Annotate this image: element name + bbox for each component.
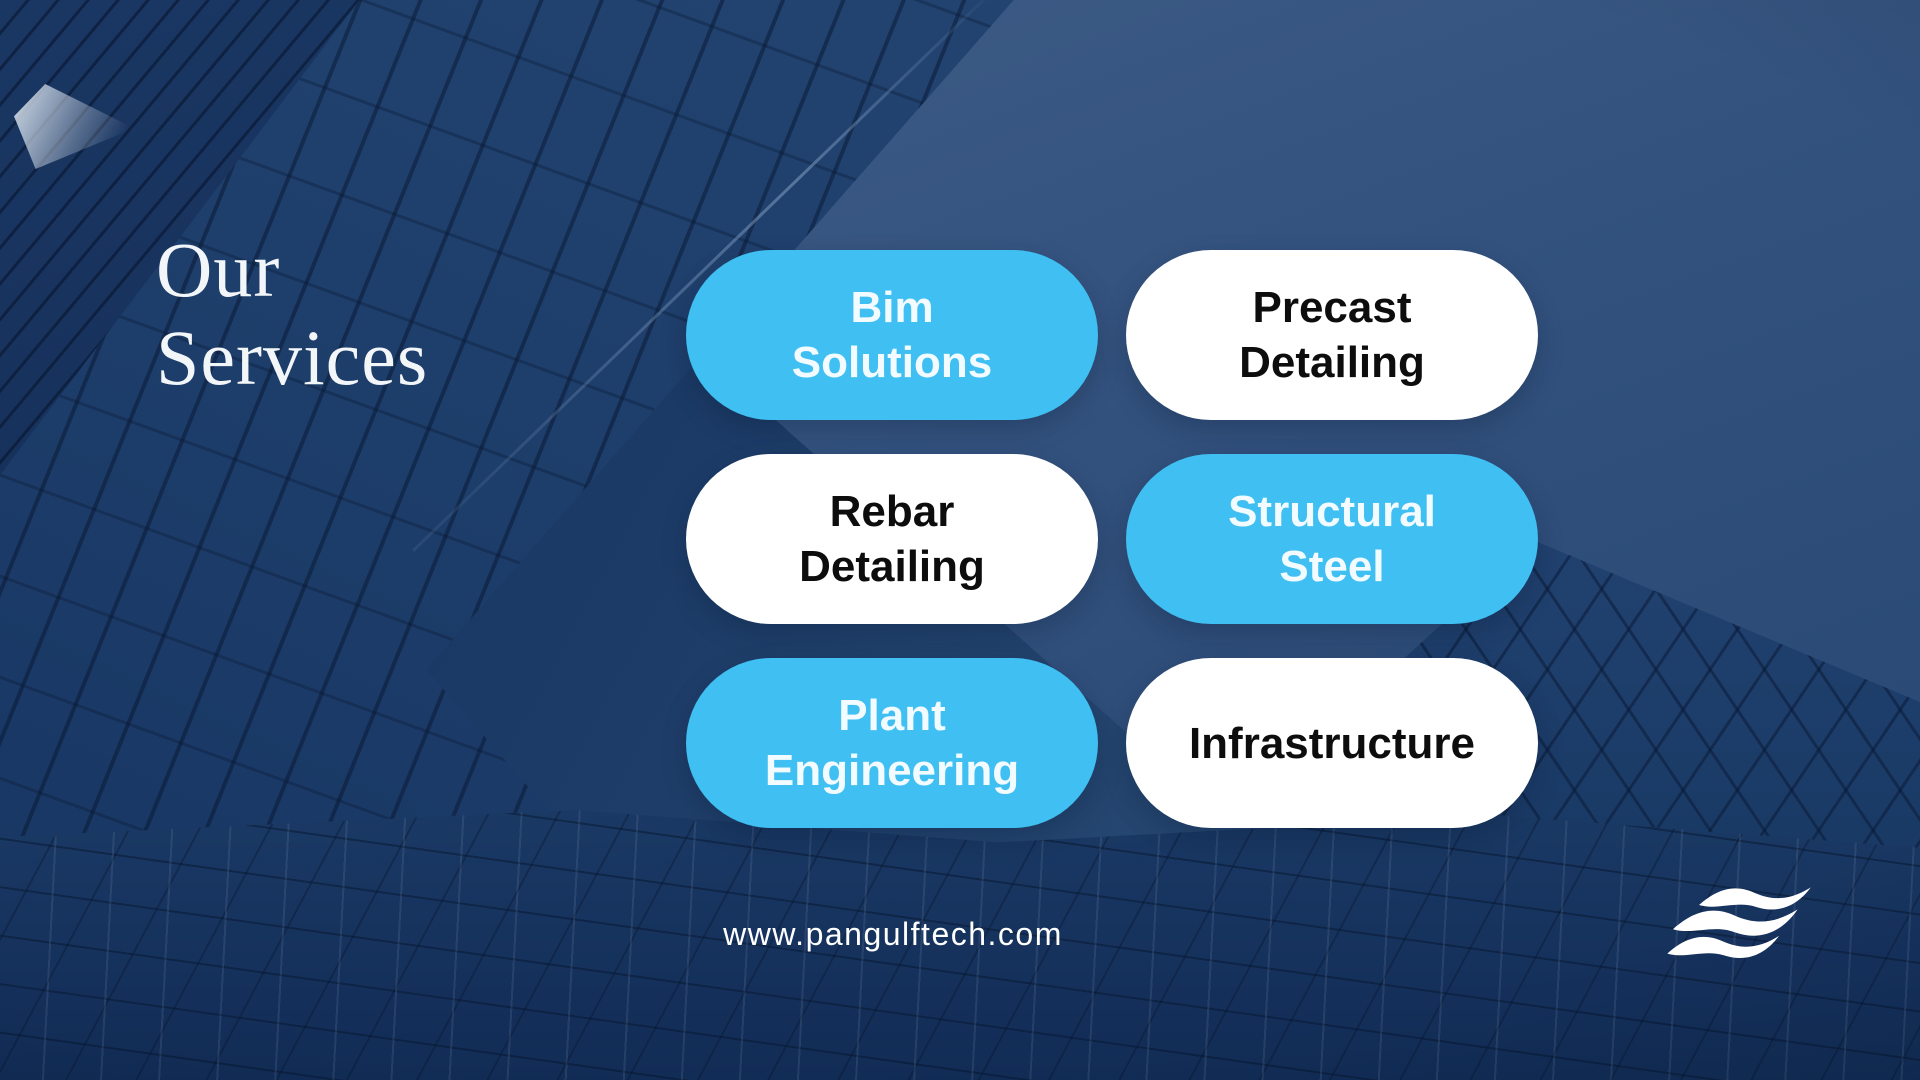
website-url: www.pangulftech.com xyxy=(723,916,1063,952)
service-label-line: Bim xyxy=(850,283,934,332)
service-pill-plant-engineering: Plant Engineering xyxy=(686,658,1098,828)
service-label-line: Steel xyxy=(1279,542,1385,591)
services-grid: Bim Solutions Precast Detailing Rebar De… xyxy=(686,250,1538,828)
service-pill-structural-steel: Structural Steel xyxy=(1126,454,1538,624)
service-label-line: Detailing xyxy=(1239,338,1425,387)
service-pill-infrastructure: Infrastructure xyxy=(1126,658,1538,828)
service-pill-precast-detailing: Precast Detailing xyxy=(1126,250,1538,420)
wave-logo-icon xyxy=(1666,882,1818,966)
service-pill-bim-solutions: Bim Solutions xyxy=(686,250,1098,420)
service-label-line: Solutions xyxy=(791,338,993,387)
service-label-line: Rebar xyxy=(829,487,955,536)
service-pill-rebar-detailing: Rebar Detailing xyxy=(686,454,1098,624)
background-lower-facade xyxy=(0,810,1920,1080)
service-label-line: Plant xyxy=(838,691,946,740)
page-title-line-2: Services xyxy=(156,314,429,401)
service-label-line: Precast xyxy=(1252,283,1412,332)
page-title-line-1: Our xyxy=(156,226,281,313)
page-title: Our Services xyxy=(156,226,428,402)
service-label-line: Infrastructure xyxy=(1188,718,1476,768)
service-label-line: Structural xyxy=(1228,487,1436,536)
service-label-line: Engineering xyxy=(764,746,1020,795)
service-label-line: Detailing xyxy=(799,542,985,591)
